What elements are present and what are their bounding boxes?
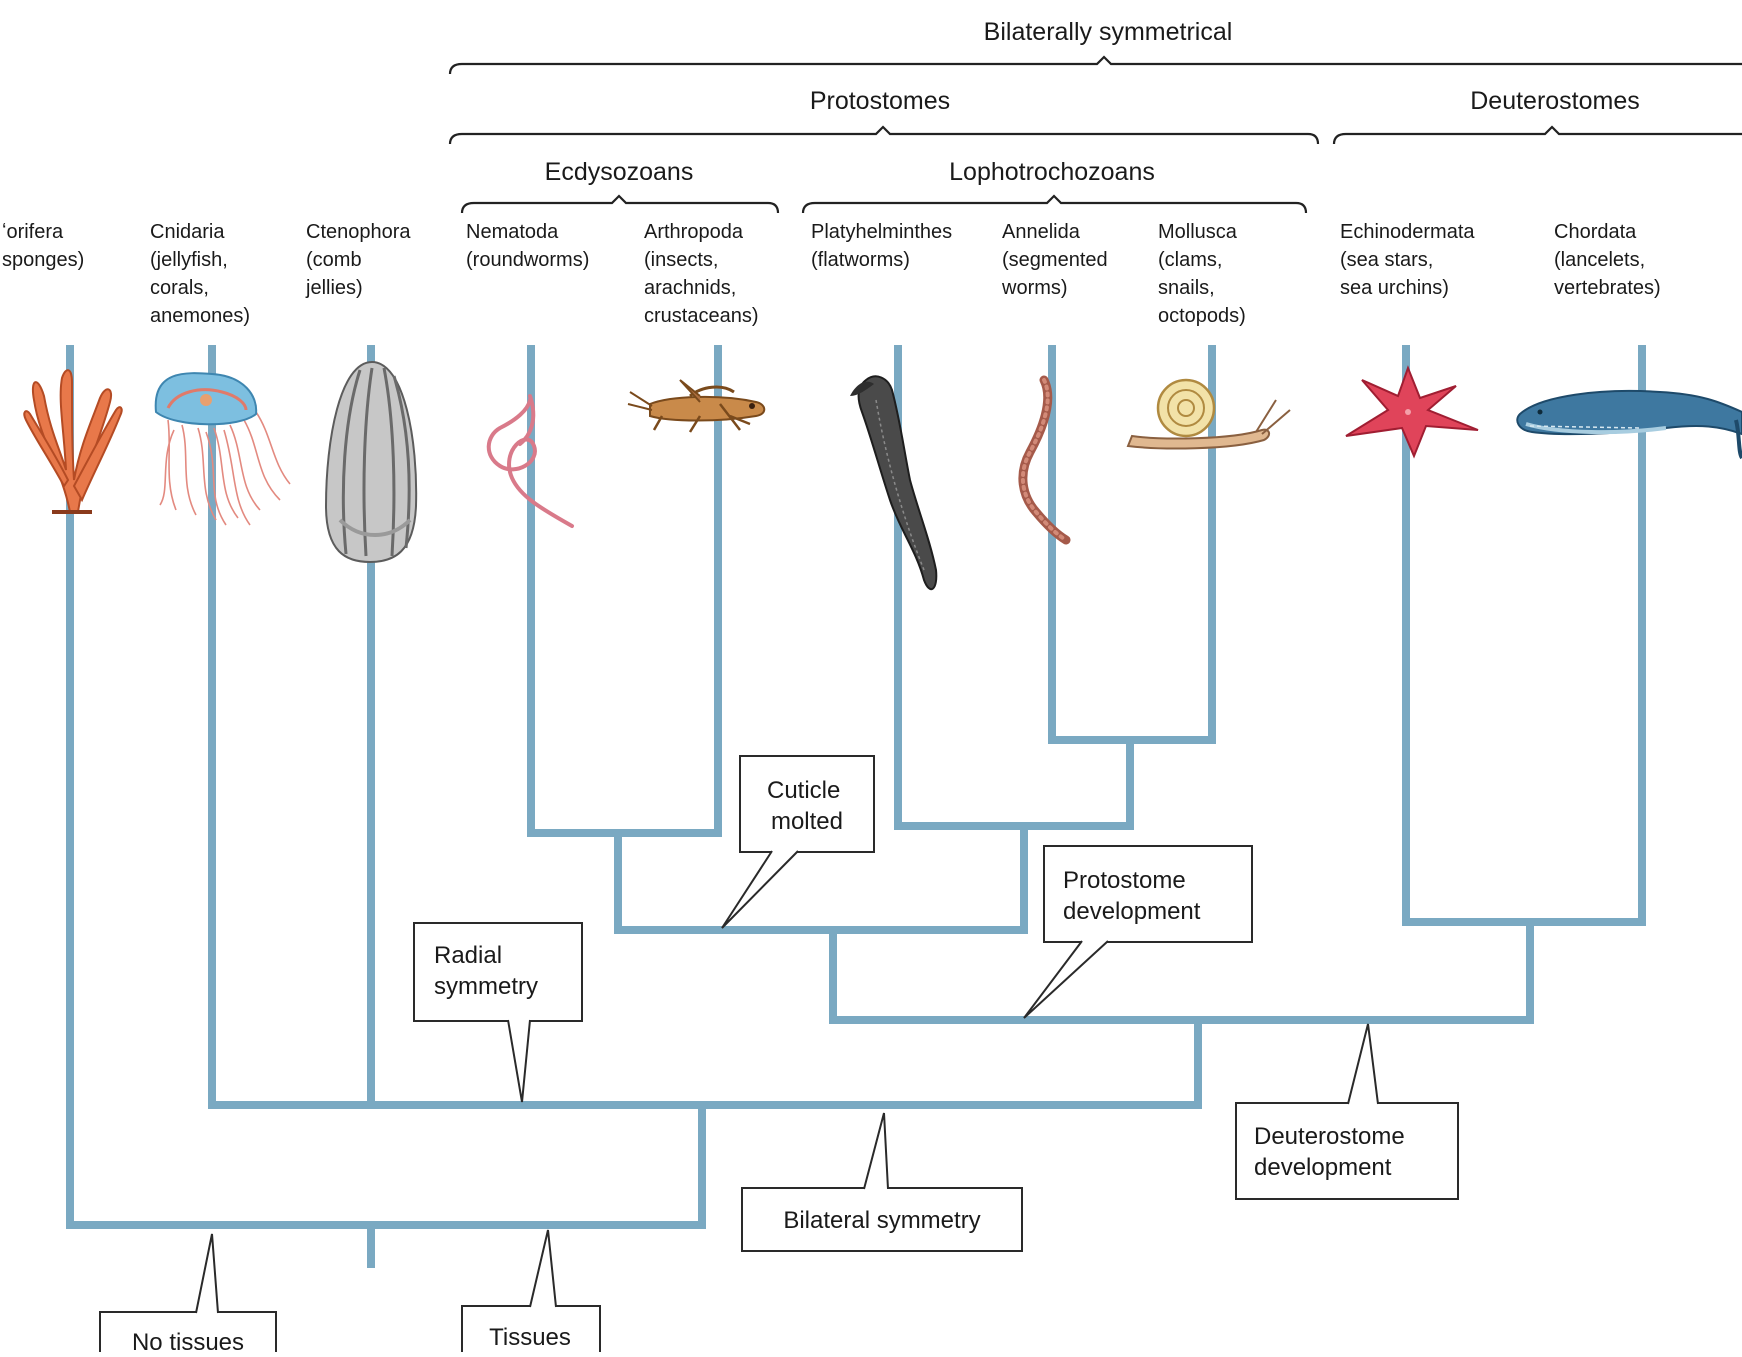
taxon-label-mollusca: Mollusca (clams, snails, octopods) [1158,221,1246,327]
callout-bilateral-symmetry: Bilateral symmetry [742,1113,1022,1251]
snail-icon [1128,380,1290,448]
whale-icon [1517,391,1742,458]
svg-text:Tissues: Tissues [489,1324,571,1351]
protostomes-brace [450,127,1318,144]
lophotrochozoans-label: Lophotrochozoans [949,158,1155,186]
taxon-label-platyhelminthes: Platyhelminthes (flatworms) [811,221,958,271]
lophotrochozoans-brace [803,196,1306,213]
taxon-label-ctenophora: Ctenophora (comb jellies) [305,221,416,299]
jellyfish-icon [156,373,290,525]
callout-no-tissues: No tissues [100,1234,276,1352]
flatworm-icon [850,376,936,589]
deuterostomes-label: Deuterostomes [1470,87,1640,115]
deuterostomes-brace [1334,127,1742,144]
callout-deuterostome-development: Deuterostome development [1236,1024,1458,1199]
taxon-label-cnidaria: Cnidaria (jellyfish, corals, anemones) [150,221,250,327]
protostomes-label: Protostomes [810,87,950,115]
taxon-label-chordata: Chordata (lancelets, vertebrates) [1554,221,1661,299]
callout-protostome-development: Protostome development [1024,846,1252,1018]
sea-star-icon [1346,368,1478,456]
ecdysozoans-label: Ecdysozoans [545,158,694,186]
ecdysozoans-brace [462,196,778,213]
bilaterally-symmetrical-brace [450,57,1742,74]
grasshopper-icon [628,380,764,432]
taxon-label-annelida: Annelida (segmented worms) [1001,221,1113,299]
taxon-label-porifera: ʻorifera sponges) [2,221,84,271]
taxon-label-echinodermata: Echinodermata (sea stars, sea urchins) [1340,221,1480,299]
sponge-icon [24,370,121,512]
bilaterally-symmetrical-label: Bilaterally symmetrical [984,18,1233,46]
callout-radial-symmetry: Radial symmetry [414,923,582,1102]
comb-jelly-icon [326,362,416,562]
callout-tissues: Tissues [462,1230,600,1352]
svg-text:Bilateral symmetry: Bilateral symmetry [783,1207,980,1234]
svg-text:No tissues: No tissues [132,1329,244,1352]
taxon-label-arthropoda: Arthropoda (insects, arachnids, crustace… [644,221,759,327]
earthworm-icon [1023,380,1066,540]
callout-cuticle-molted: Cuticle molted [722,756,874,928]
taxon-label-nematoda: Nematoda (roundworms) [466,221,589,271]
